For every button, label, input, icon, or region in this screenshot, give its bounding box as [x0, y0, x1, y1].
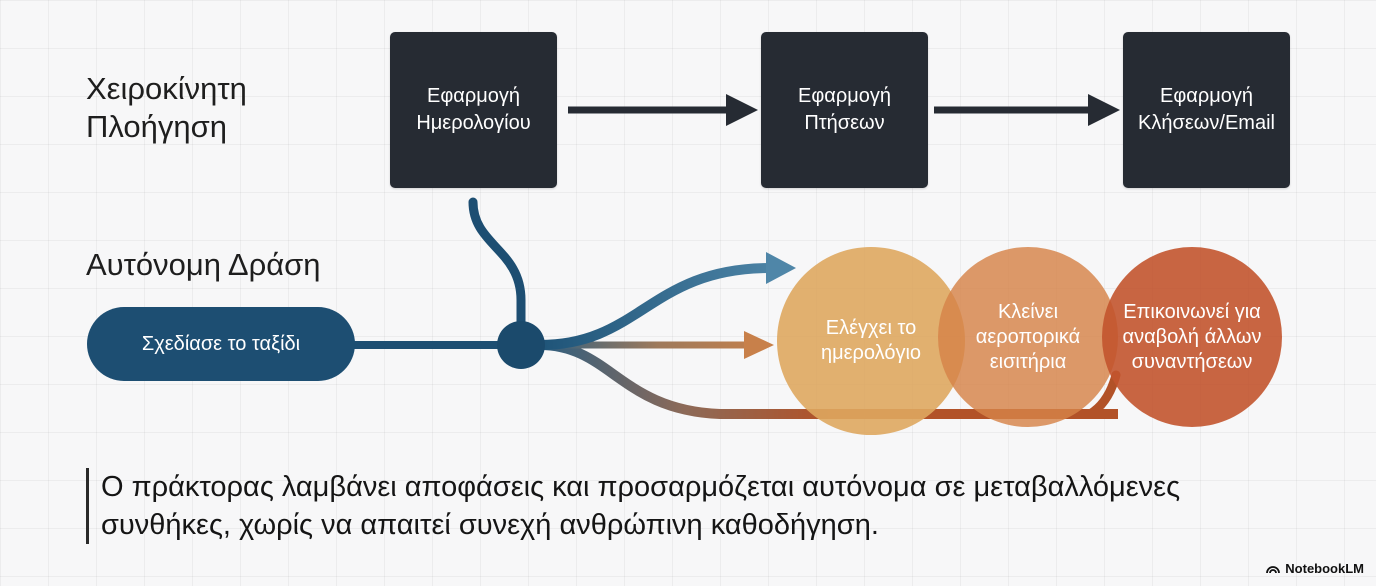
- flights-app-line1: Εφαρμογή: [797, 85, 892, 107]
- reschedule-meetings-line2: αναβολή άλλων: [1122, 325, 1262, 348]
- book-flights-line2: αεροπορικά: [975, 325, 1081, 348]
- calls-email-app-box: Εφαρμογή Κλήσεων/Email: [1123, 32, 1290, 188]
- arrowhead-calendar-to-flights: [726, 94, 758, 126]
- branch-to-check-calendar: [539, 263, 771, 350]
- plan-trip-start-node: Σχεδίασε το ταξίδι: [87, 307, 355, 381]
- arrowhead-book-flights: [744, 331, 774, 359]
- reschedule-meetings-line1: Επικοινωνεί για: [1123, 300, 1261, 323]
- reschedule-meetings-line3: συναντήσεων: [1131, 350, 1253, 373]
- calendar-app-line1: Εφαρμογή: [426, 85, 521, 107]
- flights-app-line2: Πτήσεων: [804, 112, 885, 134]
- book-flights-line3: εισιτήρια: [989, 350, 1067, 373]
- calls-email-app-line2: Κλήσεων/Email: [1138, 112, 1275, 134]
- calls-email-app-line1: Εφαρμογή: [1159, 85, 1254, 107]
- manual-label-line2: Πλοήγηση: [86, 109, 228, 144]
- reschedule-meetings-circle: Επικοινωνεί για αναβολή άλλων συναντήσεω…: [1102, 247, 1282, 427]
- calendar-app-line2: Ημερολογίου: [416, 112, 531, 134]
- arrowhead-check-calendar: [766, 252, 796, 284]
- summary-caption: Ο πράκτορας λαμβάνει αποφάσεις και προσα…: [86, 468, 1181, 544]
- calendar-to-hub-curve: [468, 197, 526, 330]
- manual-navigation-label: Χειροκίνητη Πλοήγηση: [86, 70, 326, 146]
- caption-line2: συνθήκες, χωρίς να απαιτεί συνεχή ανθρώπ…: [101, 509, 879, 541]
- calendar-app-box: Εφαρμογή Ημερολογίου: [390, 32, 557, 188]
- autonomous-action-label: Αυτόνομη Δράση: [86, 247, 321, 282]
- check-calendar-circle: Ελέγχει το ημερολόγιο: [777, 247, 965, 435]
- brand-name: NotebookLM: [1285, 561, 1364, 576]
- manual-label-line1: Χειροκίνητη: [86, 71, 247, 106]
- notebooklm-logo-icon: [1266, 565, 1281, 573]
- book-flights-line1: Κλείνει: [997, 300, 1059, 323]
- decision-hub-node: [497, 321, 545, 369]
- caption-line1: Ο πράκτορας λαμβάνει αποφάσεις και προσα…: [101, 471, 1181, 503]
- flights-app-box: Εφαρμογή Πτήσεων: [761, 32, 928, 188]
- check-calendar-line1: Ελέγχει το: [825, 317, 917, 339]
- arrowhead-flights-to-mail: [1088, 94, 1120, 126]
- check-calendar-line2: ημερολόγιο: [820, 342, 922, 364]
- notebooklm-brand: NotebookLM: [1266, 561, 1364, 576]
- book-flights-circle: Κλείνει αεροπορικά εισιτήρια: [938, 247, 1118, 427]
